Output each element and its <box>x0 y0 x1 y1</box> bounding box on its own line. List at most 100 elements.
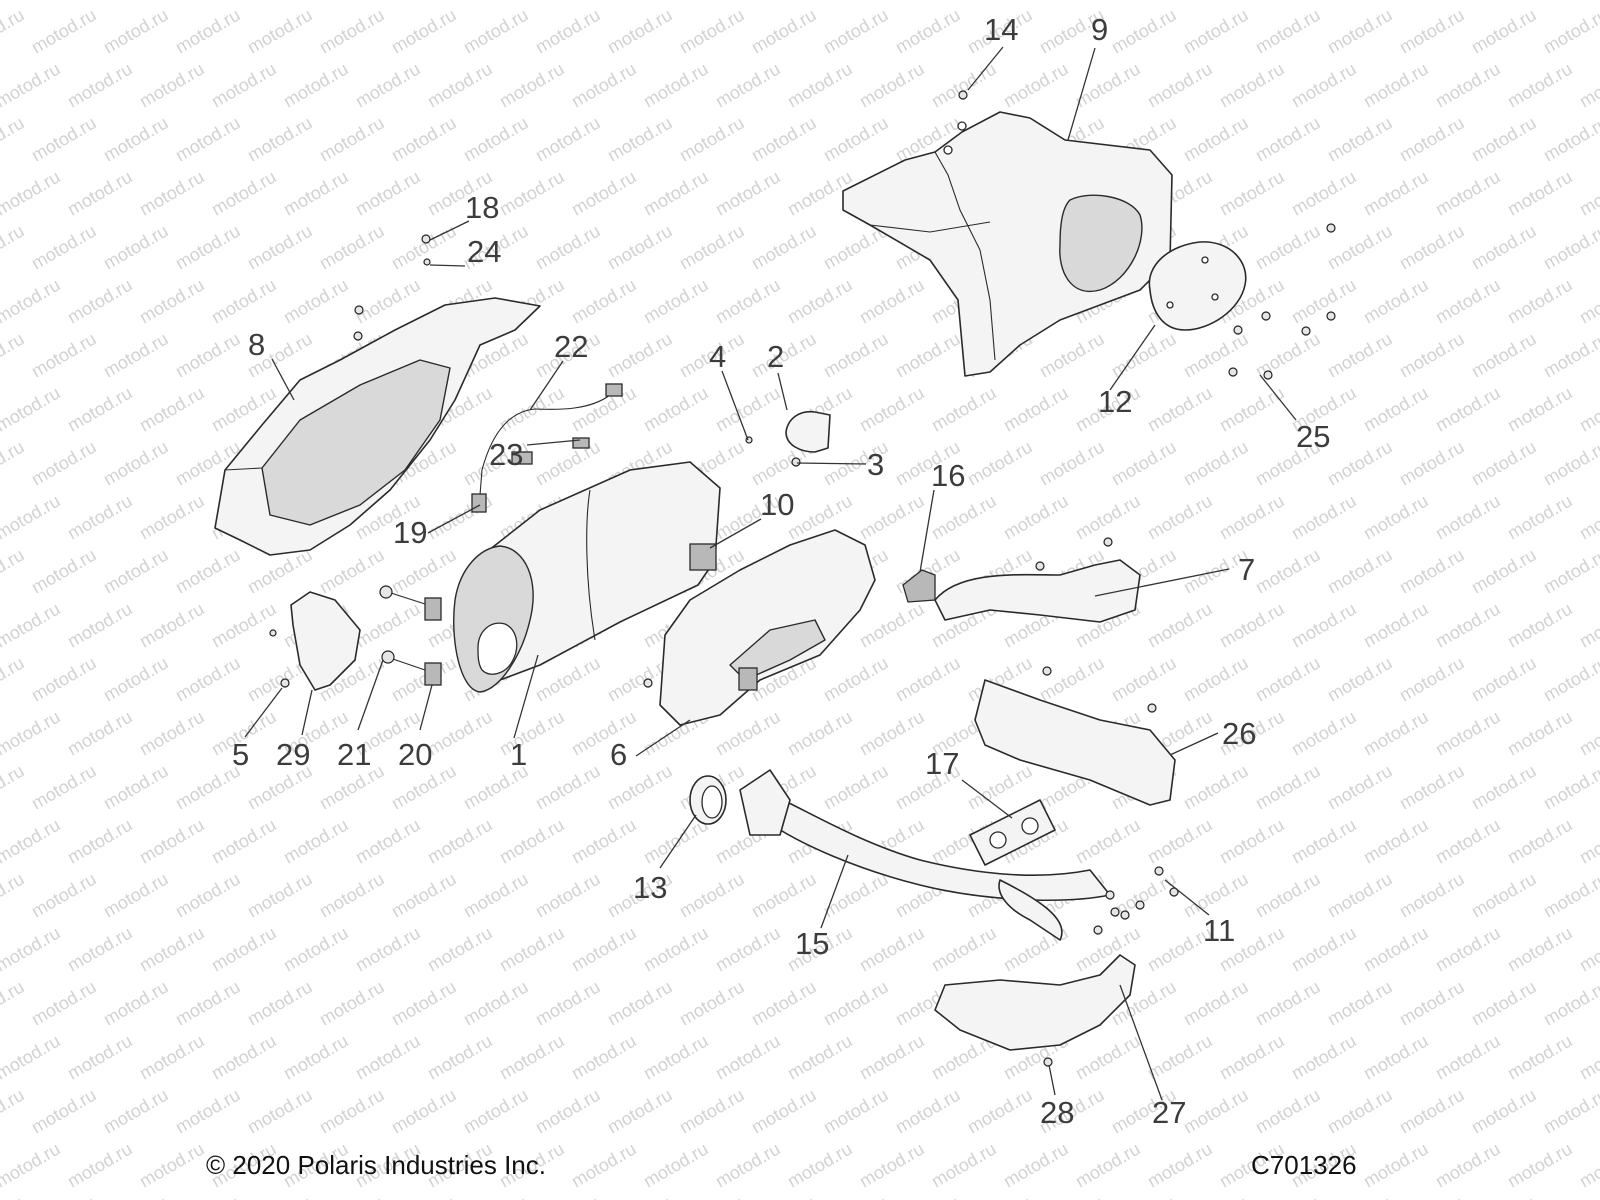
watermark-text: motod.ru <box>1288 59 1360 112</box>
watermark-text: motod.ru <box>1036 653 1108 706</box>
watermark-text: motod.ru <box>820 761 892 814</box>
watermark-text: motod.ru <box>748 113 820 166</box>
watermark-text: motod.ru <box>208 167 280 220</box>
watermark-text: motod.ru <box>1504 599 1576 652</box>
watermark-text: motod.ru <box>820 329 892 382</box>
part-small-shield <box>269 591 361 691</box>
watermark-text: motod.ru <box>568 59 640 112</box>
watermark-text: motod.ru <box>1468 977 1540 1030</box>
watermark-text: motod.ru <box>28 545 100 598</box>
watermark-text: motod.ru <box>1360 815 1432 868</box>
watermark-text: motod.ru <box>1144 59 1216 112</box>
watermark-text: motod.ru <box>1252 329 1324 382</box>
watermark-text: motod.ru <box>1396 5 1468 58</box>
watermark-text: motod.ru <box>136 1139 208 1192</box>
watermark-text: motod.ru <box>1324 437 1396 490</box>
watermark-text: motod.ru <box>1000 383 1072 436</box>
watermark-text: motod.ru <box>640 1031 712 1084</box>
watermark-text: motod.ru <box>424 0 496 3</box>
watermark-text: motod.ru <box>892 5 964 58</box>
watermark-text: motod.ru <box>748 221 820 274</box>
watermark-text: motod.ru <box>172 329 244 382</box>
watermark-text: motod.ru <box>244 221 316 274</box>
watermark-text: motod.ru <box>352 275 424 328</box>
callout-4: 4 <box>709 339 726 374</box>
watermark-text: motod.ru <box>136 599 208 652</box>
watermark-text: motod.ru <box>460 1193 532 1200</box>
watermark-text: motod.ru <box>280 1031 352 1084</box>
callout-27: 27 <box>1152 1095 1186 1130</box>
watermark-text: motod.ru <box>28 221 100 274</box>
watermark-text: motod.ru <box>244 869 316 922</box>
watermark-text: motod.ru <box>712 1031 784 1084</box>
watermark-text: motod.ru <box>100 329 172 382</box>
watermark-text: motod.ru <box>496 707 568 760</box>
watermark-text: motod.ru <box>388 113 460 166</box>
watermark-text: motod.ru <box>1252 221 1324 274</box>
watermark-text: motod.ru <box>496 815 568 868</box>
watermark-text: motod.ru <box>1504 1031 1576 1084</box>
watermark-text: motod.ru <box>1540 977 1600 1030</box>
watermark-text: motod.ru <box>1576 599 1600 652</box>
watermark-text: motod.ru <box>1108 1193 1180 1200</box>
watermark-text: motod.ru <box>676 977 748 1030</box>
watermark-text: motod.ru <box>1468 1193 1540 1200</box>
watermark-text: motod.ru <box>784 1139 856 1192</box>
watermark-text: motod.ru <box>136 491 208 544</box>
part-gasket-ring <box>689 775 727 825</box>
watermark-text: motod.ru <box>1144 599 1216 652</box>
part-catalytic-converter <box>453 461 721 693</box>
watermark-text: motod.ru <box>820 5 892 58</box>
watermark-text: motod.ru <box>856 1031 928 1084</box>
watermark-text: motod.ru <box>1324 761 1396 814</box>
watermark-text: motod.ru <box>1504 0 1576 3</box>
watermark-text: motod.ru <box>28 113 100 166</box>
callout-22: 22 <box>554 329 588 364</box>
watermark-text: motod.ru <box>1216 491 1288 544</box>
watermark-text: motod.ru <box>748 869 820 922</box>
watermark-text: motod.ru <box>388 1085 460 1138</box>
watermark-text: motod.ru <box>460 113 532 166</box>
watermark-text: motod.ru <box>28 1085 100 1138</box>
watermark-text: motod.ru <box>208 599 280 652</box>
watermark-text: motod.ru <box>1360 167 1432 220</box>
watermark-text: motod.ru <box>1360 707 1432 760</box>
watermark-text: motod.ru <box>928 923 1000 976</box>
watermark-text: motod.ru <box>856 491 928 544</box>
watermark-text: motod.ru <box>1108 653 1180 706</box>
watermark-text: motod.ru <box>1540 869 1600 922</box>
watermark-text: motod.ru <box>352 815 424 868</box>
watermark-text: motod.ru <box>0 545 28 598</box>
watermark-text: motod.ru <box>1180 437 1252 490</box>
watermark-text: motod.ru <box>0 221 28 274</box>
watermark-text: motod.ru <box>1396 545 1468 598</box>
watermark-text: motod.ru <box>388 545 460 598</box>
watermark-text: motod.ru <box>532 869 604 922</box>
watermark-text: motod.ru <box>676 1193 748 1200</box>
watermark-text: motod.ru <box>1216 1031 1288 1084</box>
watermark-text: motod.ru <box>1072 59 1144 112</box>
watermark-text: motod.ru <box>0 329 28 382</box>
watermark-text: motod.ru <box>1432 1139 1504 1192</box>
callout-13: 13 <box>633 870 667 905</box>
watermark-text: motod.ru <box>1396 221 1468 274</box>
watermark-text: motod.ru <box>1468 1085 1540 1138</box>
watermark-text: motod.ru <box>568 275 640 328</box>
watermark-text: motod.ru <box>100 545 172 598</box>
watermark-text: motod.ru <box>136 59 208 112</box>
watermark-text: motod.ru <box>1216 59 1288 112</box>
watermark-text: motod.ru <box>1288 707 1360 760</box>
watermark-text: motod.ru <box>316 869 388 922</box>
watermark-text: motod.ru <box>1360 1031 1432 1084</box>
watermark-text: motod.ru <box>1504 815 1576 868</box>
watermark-text: motod.ru <box>136 383 208 436</box>
watermark-text: motod.ru <box>100 1085 172 1138</box>
watermark-text: motod.ru <box>856 383 928 436</box>
watermark-text: motod.ru <box>316 977 388 1030</box>
watermark-text: motod.ru <box>1288 923 1360 976</box>
watermark-text: motod.ru <box>316 1085 388 1138</box>
watermark-text: motod.ru <box>0 653 28 706</box>
watermark-text: motod.ru <box>568 383 640 436</box>
watermark-text: motod.ru <box>352 167 424 220</box>
watermark-text: motod.ru <box>532 437 604 490</box>
